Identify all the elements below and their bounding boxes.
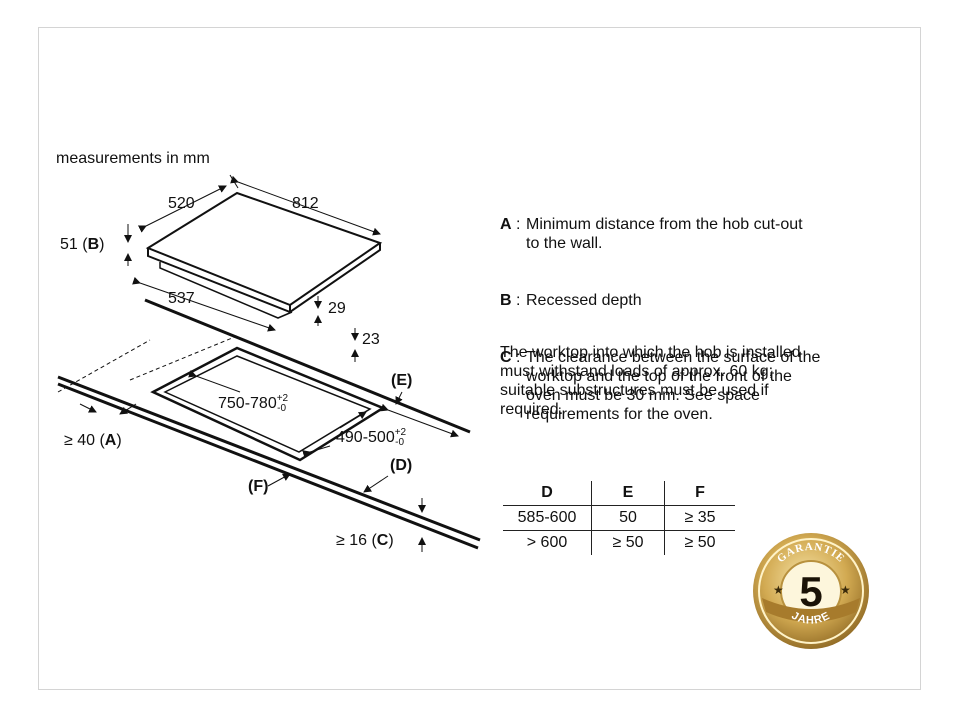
legend-item-b: B: Recessed depth: [500, 292, 642, 309]
table-cell: > 600: [526, 534, 568, 551]
dim-recessed: 51 (B): [60, 236, 104, 253]
star-icon: ★: [773, 583, 784, 597]
table-header-row: D E F: [503, 481, 735, 506]
legend-item-a: A: Minimum distance from the hob cut-out…: [500, 216, 803, 252]
table-row: 585-600 50 ≥ 35: [503, 505, 735, 531]
dim-inner: 537: [168, 290, 195, 307]
load-note: The worktop into which the hob is instal…: [500, 344, 801, 418]
svg-text:JAHRE: JAHRE: [790, 610, 833, 627]
badge-number: 5: [799, 568, 822, 615]
label-e: (E): [391, 372, 412, 389]
table-cell: ≥ 50: [664, 530, 735, 555]
table-header-f: F: [664, 481, 735, 506]
table-header-e: E: [591, 481, 665, 506]
dim-cutout-depth: 490-500+2-0: [336, 427, 407, 448]
table-header-d: D: [503, 481, 592, 506]
label-f: (F): [248, 478, 268, 495]
star-icon: ★: [840, 583, 851, 597]
dim-h29: 29: [328, 300, 346, 317]
dim-width: 812: [292, 195, 319, 212]
guarantee-badge: ★ ★ GARANTIE 5 JAHRE: [753, 533, 869, 649]
measurement-caption: measurements in mm: [56, 150, 210, 167]
table-cell: 50: [591, 505, 665, 531]
dim-clearance: ≥ 16 (C): [336, 532, 394, 549]
dimension-lines: [79, 174, 459, 552]
table-cell: 585-600: [503, 505, 592, 531]
dim-h23: 23: [362, 331, 380, 348]
dim-depth: 520: [168, 195, 195, 212]
badge-bottom-text: JAHRE: [790, 610, 832, 627]
dim-wall: ≥ 40 (A): [64, 432, 122, 449]
badge-seal: ★ ★: [753, 533, 869, 649]
table-cell: ≥ 35: [664, 505, 735, 531]
dim-cutout-width: 750-780+2-0: [218, 393, 289, 414]
spec-table: D E F 585-600 50 ≥ 35 > 600 ≥ 50 ≥ 50: [503, 481, 735, 555]
legend: A: Minimum distance from the hob cut-out…: [500, 177, 920, 443]
legend-item-c: C: The clearance between the surface of …: [500, 349, 821, 423]
table-row: > 600 ≥ 50 ≥ 50: [503, 530, 735, 555]
label-d: (D): [390, 457, 412, 474]
table-cell: ≥ 50: [591, 530, 665, 555]
worktop: [57, 298, 481, 550]
